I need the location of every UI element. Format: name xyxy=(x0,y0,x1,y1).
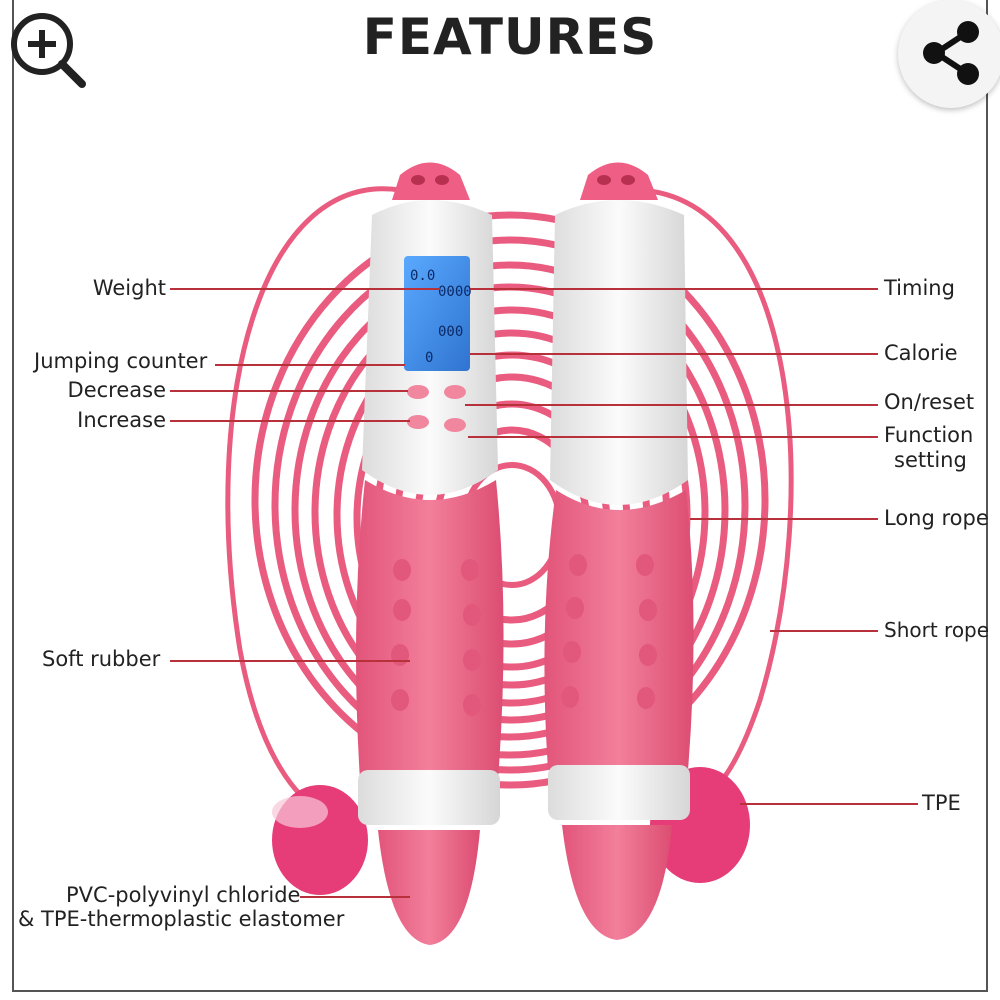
svg-text:0000: 0000 xyxy=(438,284,472,300)
svg-text:0.0: 0.0 xyxy=(410,268,435,284)
label-increase: Increase xyxy=(77,408,166,432)
left-handle: 0.0 0000 000 0 xyxy=(356,162,504,945)
label-pvc-line1: PVC-polyvinyl chloride xyxy=(66,883,301,907)
label-jumping-counter: Jumping counter xyxy=(34,349,208,373)
leader-on-reset xyxy=(465,404,878,406)
image-frame xyxy=(12,0,988,992)
share-button[interactable] xyxy=(898,0,1000,108)
label-short-rope: Short rope xyxy=(884,618,990,642)
leader-long-rope xyxy=(690,518,878,520)
page-title: FEATURES xyxy=(362,8,658,66)
label-calorie: Calorie xyxy=(884,341,958,365)
label-tpe: TPE xyxy=(922,791,961,815)
leader-pvc xyxy=(300,896,410,898)
rope-coil xyxy=(225,186,794,813)
svg-text:000: 000 xyxy=(438,324,463,340)
label-function-line2: setting xyxy=(894,448,967,472)
label-function-line1: Function xyxy=(884,423,974,447)
leader-soft-rubber xyxy=(170,660,410,662)
label-pvc-line2: & TPE-thermoplastic elastomer xyxy=(18,907,345,931)
leader-short-rope xyxy=(770,630,878,632)
leader-decrease xyxy=(170,390,408,392)
label-on-reset: On/reset xyxy=(884,390,975,414)
zoom-in-icon xyxy=(11,13,86,88)
leader-function-setting xyxy=(468,436,878,438)
label-decrease: Decrease xyxy=(67,378,166,402)
leader-tpe xyxy=(740,803,918,805)
leader-timing xyxy=(470,288,878,290)
leader-calorie xyxy=(470,353,878,355)
label-soft-rubber: Soft rubber xyxy=(42,647,161,671)
label-timing: Timing xyxy=(884,276,955,300)
label-long-rope: Long rope xyxy=(884,506,989,530)
leader-jumping-counter xyxy=(215,364,405,366)
share-icon xyxy=(923,21,979,85)
leader-increase xyxy=(170,420,410,422)
right-handle xyxy=(544,162,694,940)
label-weight: Weight xyxy=(92,276,166,300)
svg-text:0: 0 xyxy=(425,350,433,366)
zoom-in-button[interactable] xyxy=(4,6,88,90)
decrease-button-shape xyxy=(407,385,429,399)
leader-weight xyxy=(170,288,440,290)
lcd-screen xyxy=(404,256,470,371)
